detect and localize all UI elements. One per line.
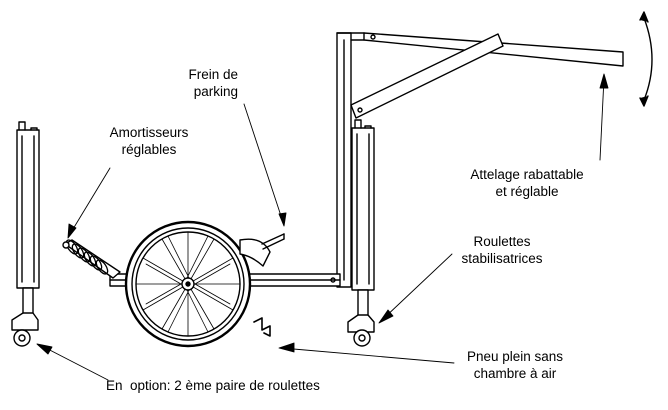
hitch-arm	[350, 32, 624, 119]
vertical-post	[336, 32, 365, 288]
tire-symbol	[253, 317, 271, 337]
left-stabilizer-leg	[11, 121, 40, 347]
leader-arrows	[36, 73, 609, 381]
wheel	[124, 220, 252, 348]
stabilizer-wheels-label: Roulettes stabilisatrices	[461, 234, 543, 266]
tire-label: Pneu plein sans chambre à air	[466, 349, 564, 381]
right-stabilizer-leg	[347, 119, 375, 347]
rotation-arrow	[639, 11, 653, 107]
parking-brake-label: Frein de parking	[188, 67, 238, 99]
shock-absorber	[62, 239, 121, 279]
parking-brake	[239, 233, 285, 267]
option-label: En option: 2 ème paire de roulettes	[106, 378, 320, 393]
shock-absorbers-label: Amortisseurs réglables	[109, 125, 189, 157]
hitch-label: Attelage rabattable et réglable	[470, 167, 584, 199]
